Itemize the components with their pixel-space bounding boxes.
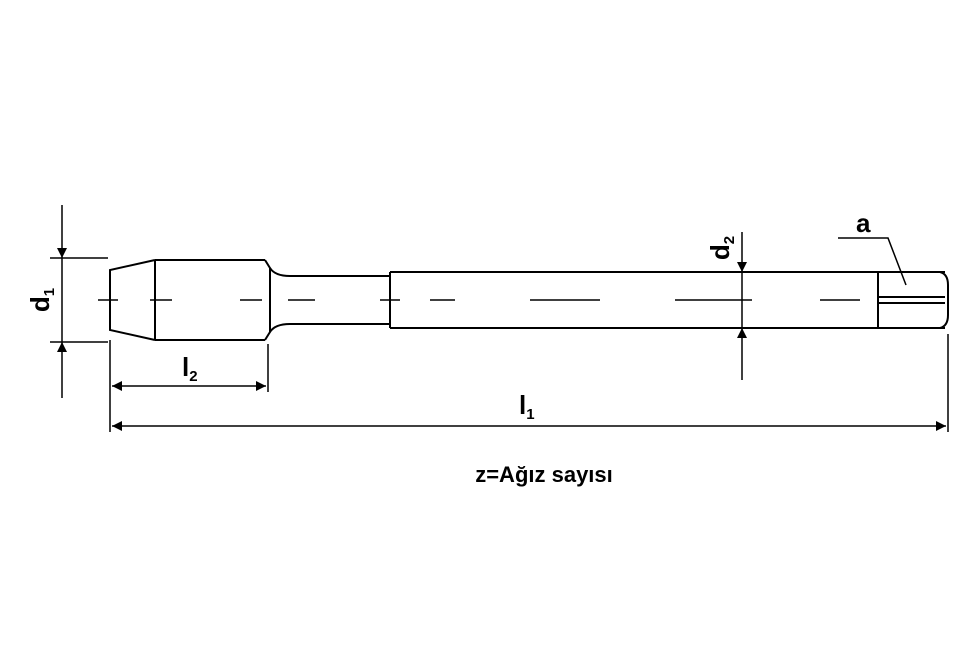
label-l1-sub: 1 <box>526 406 534 423</box>
label-l2-group: l2 <box>182 352 198 385</box>
svg-text:d2: d2 <box>705 236 738 260</box>
label-d1-sub: 1 <box>41 288 58 296</box>
label-l1-group: l1 <box>519 390 535 423</box>
label-l1: l <box>519 390 526 420</box>
shank-end <box>939 271 949 329</box>
neck-bottom <box>269 323 390 333</box>
leader-a <box>838 237 907 286</box>
thread-end <box>264 259 271 341</box>
dimension-l2 <box>109 340 269 432</box>
neck-top <box>269 267 390 277</box>
dimension-d1 <box>50 205 108 398</box>
label-d2-sub: 2 <box>721 236 738 244</box>
label-l2-sub: 2 <box>189 368 197 385</box>
svg-text:d1: d1 <box>25 288 58 312</box>
caption-flutes: z=Ağız sayısı <box>475 462 613 487</box>
label-d2-group: d2 <box>705 236 738 260</box>
dimension-l1 <box>112 334 949 432</box>
tap-outline <box>109 259 949 341</box>
label-d1: d <box>25 296 55 312</box>
label-a: a <box>856 208 871 238</box>
label-d1-group: d1 <box>25 288 58 312</box>
label-d2: d <box>705 244 735 260</box>
label-l2: l <box>182 352 189 382</box>
